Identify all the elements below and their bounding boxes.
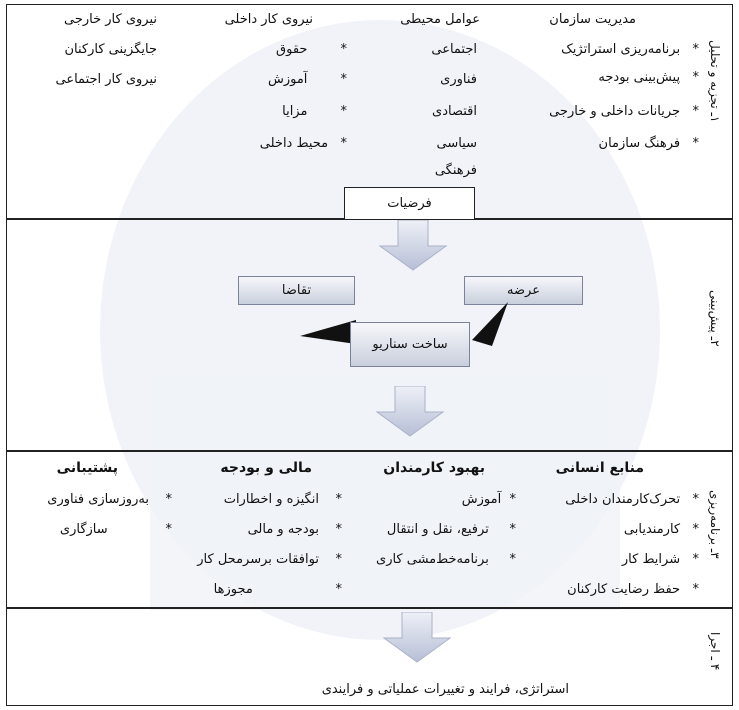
col-heading-support: پشتیبانی — [56, 460, 118, 476]
bullet: * — [335, 582, 343, 597]
bullet: * — [692, 522, 700, 537]
list-item: * محیط داخلی — [259, 136, 348, 151]
bullet: * — [692, 552, 700, 567]
down-arrow-icon — [375, 386, 445, 437]
bullet: * — [165, 522, 173, 537]
execution-text: استراتژی، فرایند و تغییرات عملیاتی و فرا… — [321, 682, 569, 697]
bullet: * — [692, 70, 700, 85]
col-heading-internal-workforce: نیروی کار داخلی — [224, 12, 313, 27]
list-item: * ترفیع، نقل و انتقال — [386, 522, 517, 537]
bullet: * — [340, 104, 348, 119]
bullet: * — [335, 492, 343, 507]
bullet: * — [692, 492, 700, 507]
down-arrow-icon — [378, 220, 448, 271]
list-item: * کارمندیابی — [623, 522, 700, 537]
list-item: سیاسی — [436, 136, 477, 151]
list-item: جایگزینی کارکنان — [64, 42, 157, 57]
watermark-shape — [150, 370, 620, 610]
list-item: فناوری — [440, 72, 477, 87]
list-item: نیروی کار اجتماعی — [55, 72, 158, 87]
bullet: * — [335, 522, 343, 537]
bullet: * — [692, 136, 700, 151]
list-item: * توافقات برسرمحل کار — [197, 552, 342, 567]
scenario-box: ساخت سناریو — [350, 322, 470, 367]
list-item: اجتماعی — [431, 42, 477, 57]
bullet: * — [692, 42, 700, 57]
stage-label-execution: ۴ ـ اجرا — [708, 632, 722, 671]
list-item: * تحرک‌کارمندان داخلی — [565, 492, 699, 507]
list-item: * حفظ رضایت کارکنان — [567, 582, 699, 597]
list-item: * برنامه‌ریزی استراتژیک — [561, 42, 699, 57]
list-item: اقتصادی — [432, 104, 477, 119]
pointer-left-icon — [300, 320, 356, 344]
bullet: * — [340, 42, 348, 57]
list-item: فرهنگی — [434, 163, 477, 178]
supply-box: عرضه — [464, 276, 583, 305]
bullet: * — [509, 552, 517, 567]
list-item: * پیش‌بینی بودجه — [598, 70, 699, 85]
bullet: * — [509, 522, 517, 537]
col-heading-employee-welfare: بهبود کارمندان — [383, 460, 485, 476]
col-heading-external-workforce: نیروی کار خارجی — [63, 12, 157, 27]
stage-label-forecast: ۲ـ پیش‌بینی — [708, 290, 722, 347]
list-item: * برنامه‌خط‌مشی کاری — [376, 552, 516, 567]
list-item: * جریانات داخلی و خارجی — [549, 104, 699, 119]
list-item: * بودجه و مالی — [247, 522, 343, 537]
list-item: * مزایا — [282, 104, 347, 119]
stage-label-planning: ۳ـ برنامه‌ریزی — [708, 490, 722, 559]
bullet: * — [335, 552, 343, 567]
bullet: * — [340, 72, 348, 87]
list-item: * شرایط کار — [621, 552, 700, 567]
down-arrow-icon — [382, 612, 452, 663]
list-item: * مجوزها — [213, 582, 343, 597]
col-heading-hr: منابع انسانی — [555, 460, 644, 476]
list-item: * آموزش — [461, 492, 517, 507]
bullet: * — [692, 582, 700, 597]
stage-execution-band — [6, 608, 733, 706]
col-heading-finance-budget: مالی و بودجه — [220, 460, 312, 476]
list-item: * به‌روزسازی فناوری — [47, 492, 172, 507]
col-heading-management: مدیریت سازمان — [549, 12, 636, 27]
list-item: * حقوق — [276, 42, 347, 57]
col-heading-environment: عوامل محیطی — [400, 12, 480, 27]
demand-box: تقاضا — [238, 276, 355, 305]
list-item: * فرهنگ سازمان — [598, 136, 700, 151]
list-item: * سازگاری — [59, 522, 173, 537]
list-item: * آموزش — [267, 72, 348, 87]
stage-label-analysis: ۱ـ تجزیه و تحلیل — [708, 40, 722, 123]
bullet: * — [509, 492, 517, 507]
pointer-right-icon — [472, 302, 508, 346]
hypotheses-box: فرضیات — [344, 187, 475, 220]
bullet: * — [340, 136, 348, 151]
bullet: * — [692, 104, 700, 119]
list-item: * انگیزه و اخطارات — [223, 492, 343, 507]
stage-planning-band — [6, 451, 733, 608]
bullet: * — [165, 492, 173, 507]
